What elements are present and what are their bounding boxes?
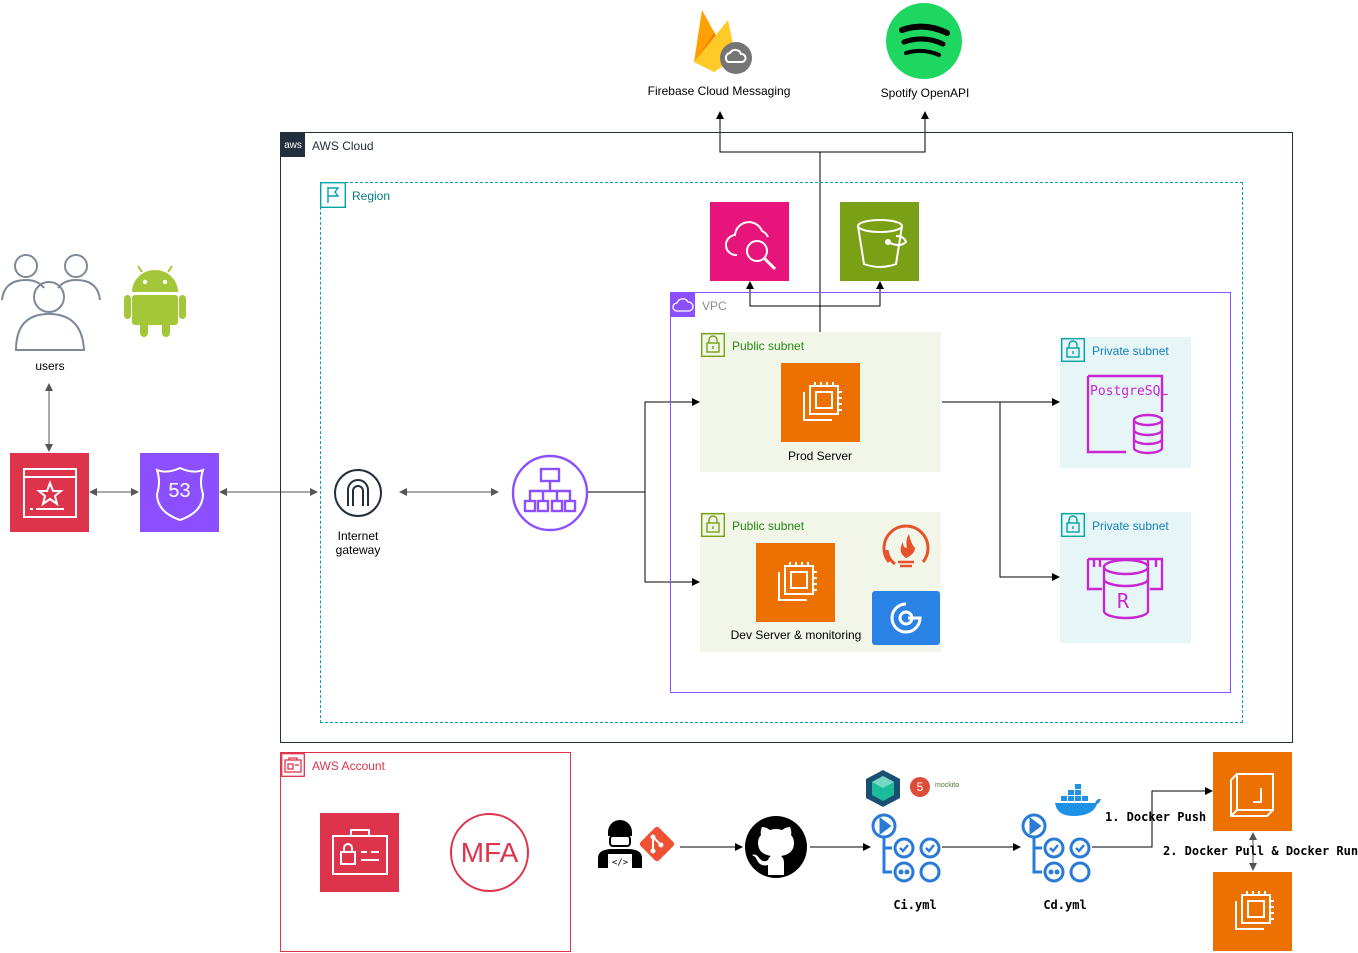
lock-icon: [700, 332, 726, 358]
region-group: [320, 182, 1243, 723]
dev-server-label: Dev Server & monitoring: [730, 628, 862, 642]
ci-yml-label: Ci.yml: [893, 898, 937, 912]
public-subnet-prod-label: Public subnet: [732, 339, 805, 353]
aws-cloud-group: [280, 132, 1293, 743]
spotify-label: Spotify OpenAPI: [880, 86, 970, 100]
redis-r-text: R: [1117, 589, 1130, 613]
users-icon: [0, 252, 102, 359]
amplify-icon: [10, 453, 89, 532]
mfa-icon: MFA: [450, 813, 529, 892]
edge-to-s3: [820, 281, 884, 307]
edge-to-cloudwatch: [746, 281, 820, 307]
private-subnet-db: [1060, 337, 1191, 468]
azure-cube-icon: [863, 768, 903, 813]
postgresql-text: PostgreSQL: [1090, 384, 1169, 399]
vpc-group: [670, 292, 1231, 693]
edge-prod-to-cache: [999, 402, 1060, 581]
junit5-text: 5: [916, 780, 924, 794]
ec2-prod-icon: [781, 363, 860, 442]
edge-lb-to-prod: [588, 398, 700, 493]
mockito-text: mockito: [935, 782, 960, 789]
aws-account-icon: [281, 753, 305, 777]
region-label: Region: [352, 189, 391, 203]
docker-pull-run-label: 2. Docker Pull & Docker Run: [1163, 844, 1358, 858]
ecr-icon: [1213, 752, 1292, 831]
elasticache-redis-icon: R: [1086, 553, 1166, 628]
android-icon: [124, 265, 186, 343]
route53-number: 53: [168, 480, 191, 502]
route53-icon: 53: [140, 453, 219, 532]
cloudwatch-icon: [710, 202, 789, 281]
edge-cd-to-ecr: [1092, 787, 1213, 848]
vpc-icon: [671, 293, 695, 317]
private-subnet-cache-label: Private subnet: [1092, 519, 1169, 533]
aws-account-label: AWS Account: [312, 759, 385, 773]
prod-server-label: Prod Server: [787, 449, 853, 463]
s3-bucket-icon: [840, 202, 919, 281]
region-flag-icon: [319, 181, 347, 213]
svg-text:</>: </>: [612, 858, 629, 868]
vpc-label: VPC: [702, 299, 727, 313]
firebase-icon: [690, 2, 756, 79]
grafana-icon: [872, 591, 940, 645]
private-subnet-cache: [1060, 512, 1191, 643]
github-actions-cd-icon: [1020, 812, 1092, 889]
ec2-deploy-icon: [1213, 872, 1292, 951]
cd-yml-label: Cd.yml: [1043, 898, 1087, 912]
edge-lb-to-dev: [644, 492, 700, 586]
load-balancer-icon: [510, 453, 590, 538]
github-actions-ci-icon: [870, 812, 942, 889]
lock-icon: [700, 512, 726, 538]
public-subnet-dev-label: Public subnet: [732, 519, 805, 533]
rds-postgres-icon: PostgreSQL: [1086, 374, 1169, 461]
users-label: users: [35, 359, 65, 373]
prometheus-icon: [879, 522, 933, 577]
aws-logo-icon: aws: [281, 133, 305, 157]
docker-push-label: 1. Docker Push: [1105, 810, 1207, 824]
ec2-dev-icon: [756, 543, 835, 622]
firebase-label: Firebase Cloud Messaging: [647, 84, 791, 98]
lock-icon: [1060, 337, 1086, 363]
spotify-icon: [885, 2, 963, 85]
junit5-icon: 5: [910, 777, 930, 797]
git-icon: [638, 825, 676, 868]
aws-account-group: [280, 752, 571, 952]
developer-icon: </>: [596, 820, 644, 875]
aws-logo-text: aws: [284, 139, 302, 151]
iam-identity-icon: [320, 813, 399, 892]
mfa-text: MFA: [460, 836, 519, 868]
lock-icon: [1060, 512, 1086, 538]
github-icon: [744, 815, 808, 884]
edge-to-spotify: [820, 111, 929, 153]
aws-cloud-label: AWS Cloud: [312, 139, 374, 153]
docker-icon: [1053, 782, 1103, 823]
internet-gateway-icon: [333, 468, 383, 523]
internet-gateway-label: Internet gateway: [335, 529, 381, 557]
private-subnet-db-label: Private subnet: [1092, 344, 1169, 358]
